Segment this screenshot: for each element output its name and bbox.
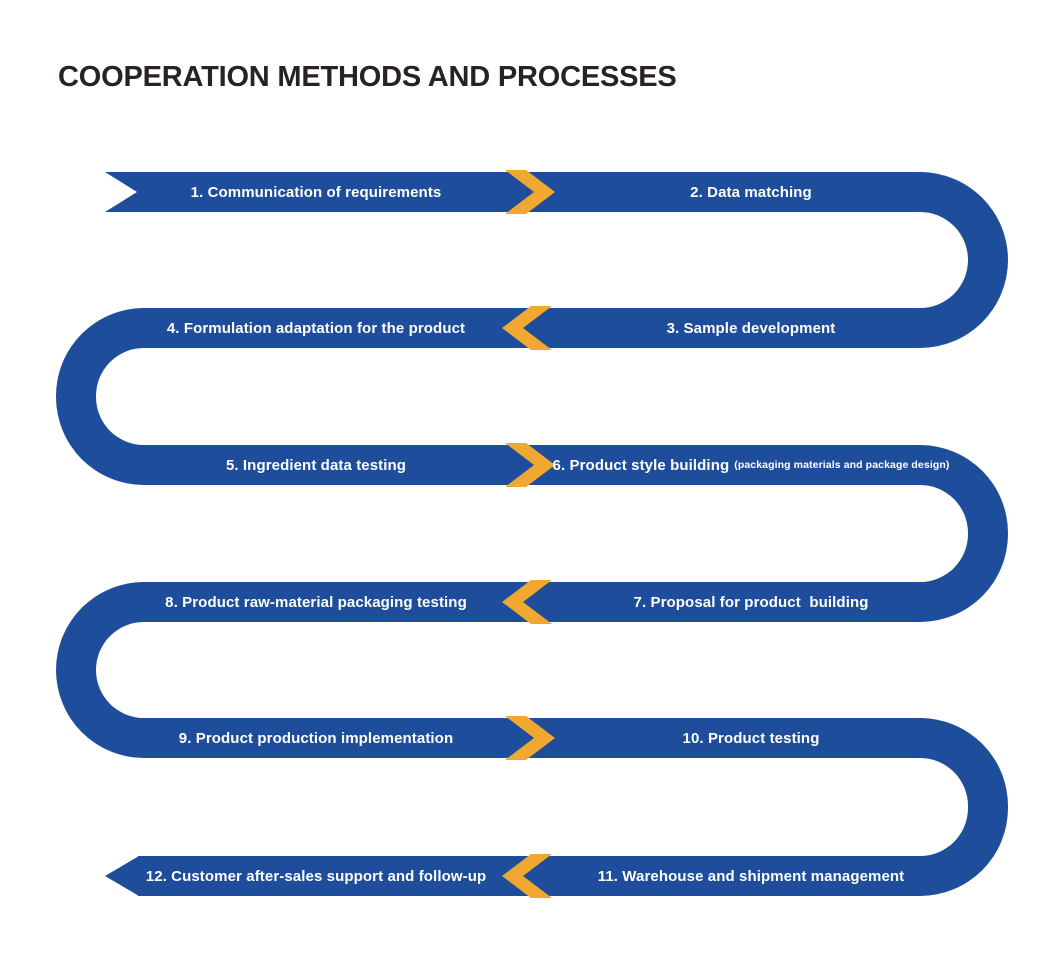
step-label-2: 2. Data matching bbox=[561, 172, 941, 212]
step-label-11: 11. Warehouse and shipment management bbox=[561, 856, 941, 896]
step-label-8: 8. Product raw-material packaging testin… bbox=[126, 582, 506, 622]
step-label-6: 6. Product style building (packaging mat… bbox=[553, 445, 950, 485]
step-label-10: 10. Product testing bbox=[561, 718, 941, 758]
step-label-3-text: 3. Sample development bbox=[666, 319, 836, 337]
page-title: COOPERATION METHODS AND PROCESSES bbox=[58, 61, 677, 93]
step-label-3: 3. Sample development bbox=[561, 308, 941, 348]
step-label-7: 7. Proposal for product building bbox=[561, 582, 941, 622]
step-label-9: 9. Product production implementation bbox=[126, 718, 506, 758]
step-label-1-text: 1. Communication of requirements bbox=[190, 183, 442, 201]
step-label-12: 12. Customer after-sales support and fol… bbox=[126, 856, 506, 896]
step-label-2-text: 2. Data matching bbox=[690, 183, 812, 201]
step-label-9-text: 9. Product production implementation bbox=[178, 729, 454, 747]
step-label-8-text: 8. Product raw-material packaging testin… bbox=[165, 593, 467, 611]
step-label-6-subtext: (packaging materials and package design) bbox=[734, 459, 950, 471]
step-label-5-text: 5. Ingredient data testing bbox=[225, 456, 407, 474]
step-label-11-text: 11. Warehouse and shipment management bbox=[597, 867, 905, 885]
step-label-12-text: 12. Customer after-sales support and fol… bbox=[145, 867, 487, 885]
step-label-5: 5. Ingredient data testing bbox=[126, 445, 506, 485]
step-label-4-text: 4. Formulation adaptation for the produc… bbox=[166, 319, 466, 337]
step-label-1: 1. Communication of requirements bbox=[126, 172, 506, 212]
ribbon-row-1 bbox=[105, 172, 920, 212]
step-label-10-text: 10. Product testing bbox=[682, 729, 820, 747]
step-label-6-text: 6. Product style building bbox=[552, 456, 730, 474]
step-label-4: 4. Formulation adaptation for the produc… bbox=[126, 308, 506, 348]
step-label-7-text: 7. Proposal for product building bbox=[633, 593, 869, 611]
